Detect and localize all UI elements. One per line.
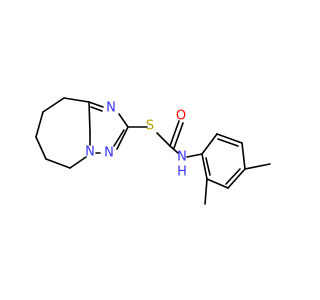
bond [63, 97, 90, 103]
molecule-diagram: N N N S O N H [35, 97, 271, 205]
bond [186, 153, 203, 158]
bond [116, 126, 129, 150]
bond [42, 97, 65, 113]
bond [201, 133, 218, 155]
bond [113, 129, 125, 147]
bond [88, 101, 91, 133]
bond [206, 178, 229, 189]
bond [205, 157, 211, 176]
bond [156, 132, 171, 147]
bond [69, 156, 87, 169]
bond [225, 168, 241, 185]
amide-nitrogen-label: N [177, 150, 187, 165]
bond [169, 145, 179, 154]
nitrogen-atom-label: N [104, 146, 114, 161]
bond [35, 111, 44, 138]
atom-labels: N N N S O N H [85, 101, 187, 180]
bond [169, 120, 180, 147]
bond [35, 136, 47, 160]
bond [244, 163, 271, 170]
amide-hydrogen-label: H [177, 165, 187, 180]
bond [204, 178, 208, 205]
bond [227, 168, 246, 189]
bond [217, 138, 239, 147]
bond [88, 101, 104, 108]
nitrogen-atom-label: N [106, 101, 116, 116]
bond [173, 122, 184, 149]
bond [201, 153, 208, 180]
bond [241, 142, 246, 170]
nitrogen-atom-label: N [85, 145, 95, 160]
sulfur-atom-label: S [146, 119, 154, 134]
bond [45, 158, 71, 169]
bond [118, 113, 129, 128]
bond [216, 133, 243, 144]
bond [90, 106, 103, 112]
bond-lines [35, 97, 271, 205]
oxygen-atom-label: O [176, 109, 186, 124]
